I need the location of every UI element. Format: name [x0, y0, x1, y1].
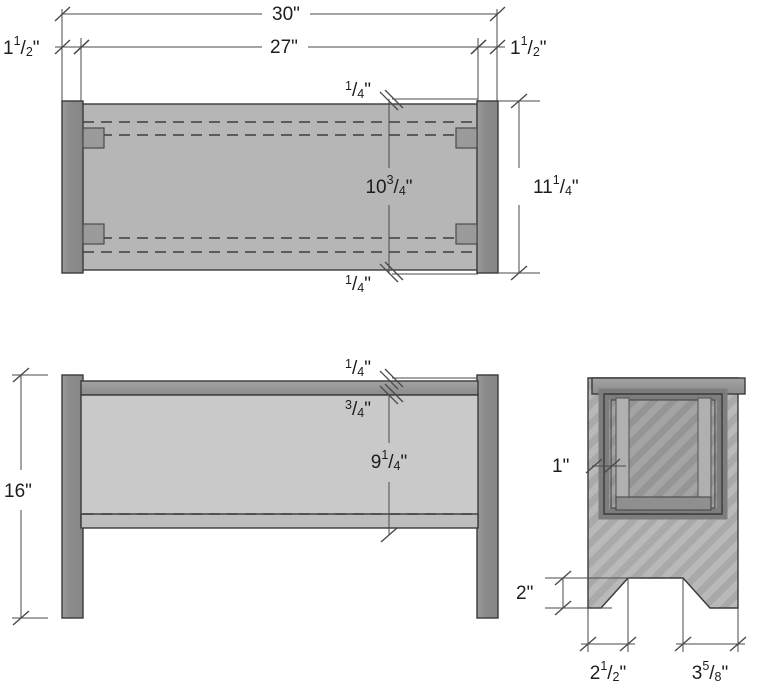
dimension-3-5-8-label: 35/8"	[692, 659, 729, 684]
front-view-right-leg	[476, 374, 499, 619]
side-view-lower-rail	[615, 496, 712, 511]
dimension-leg-right-1-1-2: 11/2"	[470, 34, 547, 59]
front-view-apron-panel	[80, 394, 479, 528]
dimension-10-3-4-label: 103/4"	[365, 173, 412, 198]
dimension-11-1-4-label: 111/4"	[533, 173, 579, 198]
front-view: 16" 1/4" 3/4" 91/4"	[4, 357, 499, 626]
dimension-27-inch-label: 27"	[270, 37, 298, 58]
top-view-right-leg	[476, 100, 499, 274]
dimension-3-4-rail: 3/4"	[345, 383, 404, 420]
dimension-3-4-rail-label: 3/4"	[345, 398, 371, 420]
side-view-left-stile	[615, 397, 630, 511]
dimension-leg-left-label: 11/2"	[3, 34, 40, 59]
top-view-hidden-lines	[83, 121, 476, 253]
dimension-16-inch: 16"	[4, 367, 48, 626]
dimension-10-3-4: 103/4"	[365, 99, 413, 274]
side-view: 1" 2" 21/2"	[516, 377, 747, 684]
top-view: 30" 27" 11/2" 11/2"	[3, 4, 579, 295]
dimension-bottom-reveal-label: 1/4"	[345, 273, 371, 295]
dimension-front-top-reveal: 1/4"	[345, 357, 478, 390]
dimension-16-inch-label: 16"	[4, 481, 32, 502]
front-view-bottom-rail	[80, 513, 479, 529]
dimension-2-inch: 2"	[516, 570, 640, 616]
dimension-2-1-2-label: 21/2"	[590, 659, 627, 684]
front-view-top-rail	[80, 380, 479, 396]
dimension-9-1-4-label: 91/4"	[371, 448, 408, 473]
dimension-30-inch-label: 30"	[272, 4, 300, 25]
dimension-top-reveal-label: 1/4"	[345, 79, 371, 101]
dimension-3-5-8: 35/8"	[674, 636, 747, 684]
dimension-30-inch: 30"	[54, 4, 506, 25]
dimension-1-inch: 1"	[552, 456, 626, 477]
top-view-left-leg	[61, 100, 84, 274]
side-view-inner-frame-outline	[603, 393, 723, 515]
dimension-2-inch-label: 2"	[516, 583, 533, 604]
side-view-right-stile	[697, 397, 712, 511]
dimension-front-top-reveal-label: 1/4"	[345, 357, 371, 379]
dimension-top-reveal-quarter: 1/4"	[345, 79, 478, 111]
dimension-leg-left-1-1-2: 11/2"	[3, 34, 90, 59]
dimension-11-1-4: 111/4"	[498, 93, 579, 281]
front-view-left-leg	[61, 374, 84, 619]
dimension-bottom-reveal-quarter: 1/4"	[345, 261, 478, 295]
top-view-extension-lines	[61, 9, 498, 104]
dimension-2-1-2: 21/2"	[579, 636, 637, 684]
top-view-seat-panel	[80, 103, 479, 271]
dimension-1-inch-label: 1"	[552, 456, 569, 477]
dimension-9-1-4: 91/4"	[371, 396, 408, 543]
dimension-leg-right-label: 11/2"	[510, 34, 547, 59]
top-view-tenons	[82, 127, 478, 245]
